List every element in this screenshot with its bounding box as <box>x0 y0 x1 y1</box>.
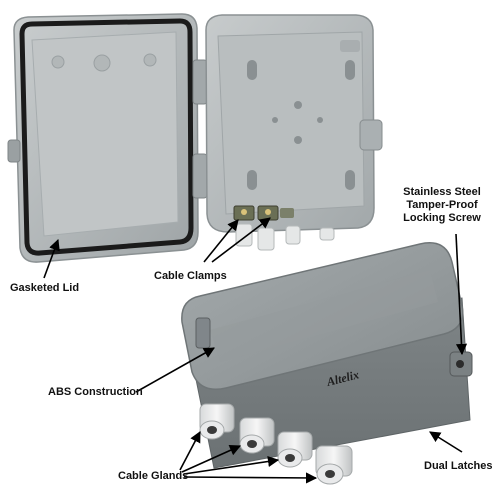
closed-enclosure <box>181 242 473 469</box>
arrow-dual-latches <box>429 431 463 453</box>
open-base <box>205 14 383 251</box>
open-lid <box>7 13 199 263</box>
cable-gland <box>239 417 275 454</box>
arrow-cable-clamp-2 <box>211 217 271 263</box>
label-locking-screw: Stainless Steel Tamper-Proof Locking Scr… <box>388 186 496 225</box>
label-abs-construction: ABS Construction <box>48 386 143 398</box>
arrow-cable-gland-4 <box>183 472 318 484</box>
arrow-cable-gland-2 <box>181 445 242 473</box>
arrow-abs-construction <box>135 347 215 393</box>
locking-screw <box>456 360 464 368</box>
arrow-locking-screw <box>455 233 468 356</box>
label-dual-latches: Dual Latches <box>424 460 493 472</box>
label-gasketed-lid: Gasketed Lid <box>10 282 80 294</box>
callout-arrows <box>43 217 468 484</box>
cable-clamp-group <box>233 205 294 221</box>
hinges <box>192 59 208 199</box>
label-locking-screw-line1: Stainless Steel <box>403 186 481 198</box>
arrow-cable-gland-1 <box>179 431 201 471</box>
cable-gland <box>277 431 313 468</box>
lid-gasket <box>19 18 194 256</box>
arrow-cable-gland-3 <box>183 455 280 475</box>
cable-glands <box>199 403 353 485</box>
arrow-cable-clamp-1 <box>203 219 239 263</box>
cable-gland <box>315 445 353 485</box>
arrow-gasketed-lid <box>43 238 60 279</box>
cable-gland <box>199 403 235 440</box>
label-locking-screw-line2: Tamper-Proof <box>406 199 478 211</box>
label-locking-screw-line3: Locking Screw <box>403 212 481 224</box>
label-cable-clamps: Cable Clamps <box>154 270 227 282</box>
label-cable-glands: Cable Glands <box>118 470 189 482</box>
